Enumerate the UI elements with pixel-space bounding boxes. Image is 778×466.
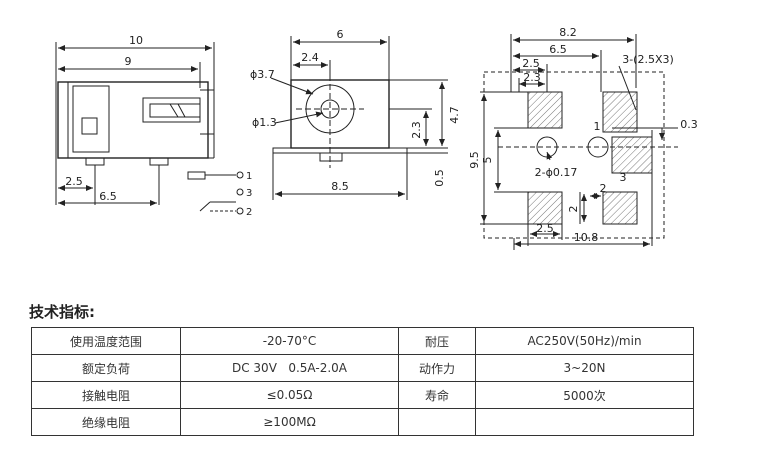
spec-value: 3~20N: [475, 354, 694, 382]
pin-label-1: 1: [246, 171, 252, 182]
table-row: 使用温度范围 -20-70°C 耐压 AC250V(50Hz)/min: [31, 327, 694, 355]
front-dim-width: 6: [337, 28, 344, 41]
table-row: 额定负荷 DC 30V 0.5A-2.0A 动作力 3~20N: [31, 354, 694, 382]
pin-label-2: 2: [246, 207, 252, 218]
spec-label: [398, 408, 476, 436]
fp-pad-note: 3-(2.5X3): [622, 53, 674, 66]
fp-dim-pad-v: 2: [567, 206, 580, 213]
side-dim-pin-span: 6.5: [99, 190, 117, 203]
front-dim-base-thickness: 0.5: [433, 169, 446, 187]
spec-value: 5000次: [475, 381, 694, 409]
spec-label: 寿命: [398, 381, 476, 409]
spec-value: ≤0.05Ω: [180, 381, 399, 409]
spec-label: 接触电阻: [31, 381, 181, 409]
spec-label: 动作力: [398, 354, 476, 382]
front-dim-height: 4.7: [448, 106, 461, 124]
specs-heading: 技术指标:: [29, 303, 95, 321]
spec-value: -20-70°C: [180, 327, 399, 355]
spec-label: 使用温度范围: [31, 327, 181, 355]
fp-dim-pad-width: 2.3: [523, 71, 541, 84]
fp-dim-overall-height: 9.5: [468, 151, 481, 169]
fp-dim-center-height: 5: [481, 157, 494, 164]
fp-dim-pad-offset: 2.5: [522, 57, 540, 70]
table-row: 绝缘电阻 ≥100MΩ: [31, 408, 694, 436]
front-dim-inner-dia: ϕ1.3: [252, 116, 277, 129]
fp-dim-pad-h: 2: [600, 182, 607, 195]
front-dim-outer-dia: ϕ3.7: [250, 68, 275, 81]
fp-pad-label-1: 1: [594, 120, 601, 133]
table-row: 接触电阻 ≤0.05Ω 寿命 5000次: [31, 381, 694, 409]
fp-dim-outer-width: 8.2: [559, 26, 577, 39]
front-dim-center-height: 2.3: [410, 121, 423, 139]
fp-dim-bottom-width: 10.8: [574, 231, 599, 244]
fp-dim-inner-width: 6.5: [549, 43, 567, 56]
fp-dim-bottom-pad: 2.5: [536, 222, 554, 235]
specs-table: 使用温度范围 -20-70°C 耐压 AC250V(50Hz)/min 额定负荷…: [31, 327, 694, 436]
pin-label-3: 3: [246, 188, 252, 199]
spec-value: AC250V(50Hz)/min: [475, 327, 694, 355]
footprint-view: [480, 34, 678, 250]
spec-value: [475, 408, 694, 436]
side-view: [55, 42, 244, 215]
side-dim-body: 9: [125, 55, 132, 68]
spec-label: 耐压: [398, 327, 476, 355]
side-dim-overall: 10: [129, 34, 143, 47]
fp-hole-note: 2-ϕ0.17: [535, 166, 578, 179]
spec-value: DC 30V 0.5A-2.0A: [180, 354, 399, 382]
front-view: [270, 36, 448, 200]
spec-value: ≥100MΩ: [180, 408, 399, 436]
side-dim-pin-left: 2.5: [65, 175, 83, 188]
fp-dim-pad-gap: 0.3: [680, 118, 698, 131]
spec-label: 绝缘电阻: [31, 408, 181, 436]
technical-drawing: 10 9 2.5 6.5 1 3 2: [55, 26, 698, 250]
front-dim-offset: 2.4: [301, 51, 319, 64]
front-dim-base-width: 8.5: [331, 180, 349, 193]
fp-pad-label-3: 3: [620, 171, 627, 184]
spec-label: 额定负荷: [31, 354, 181, 382]
